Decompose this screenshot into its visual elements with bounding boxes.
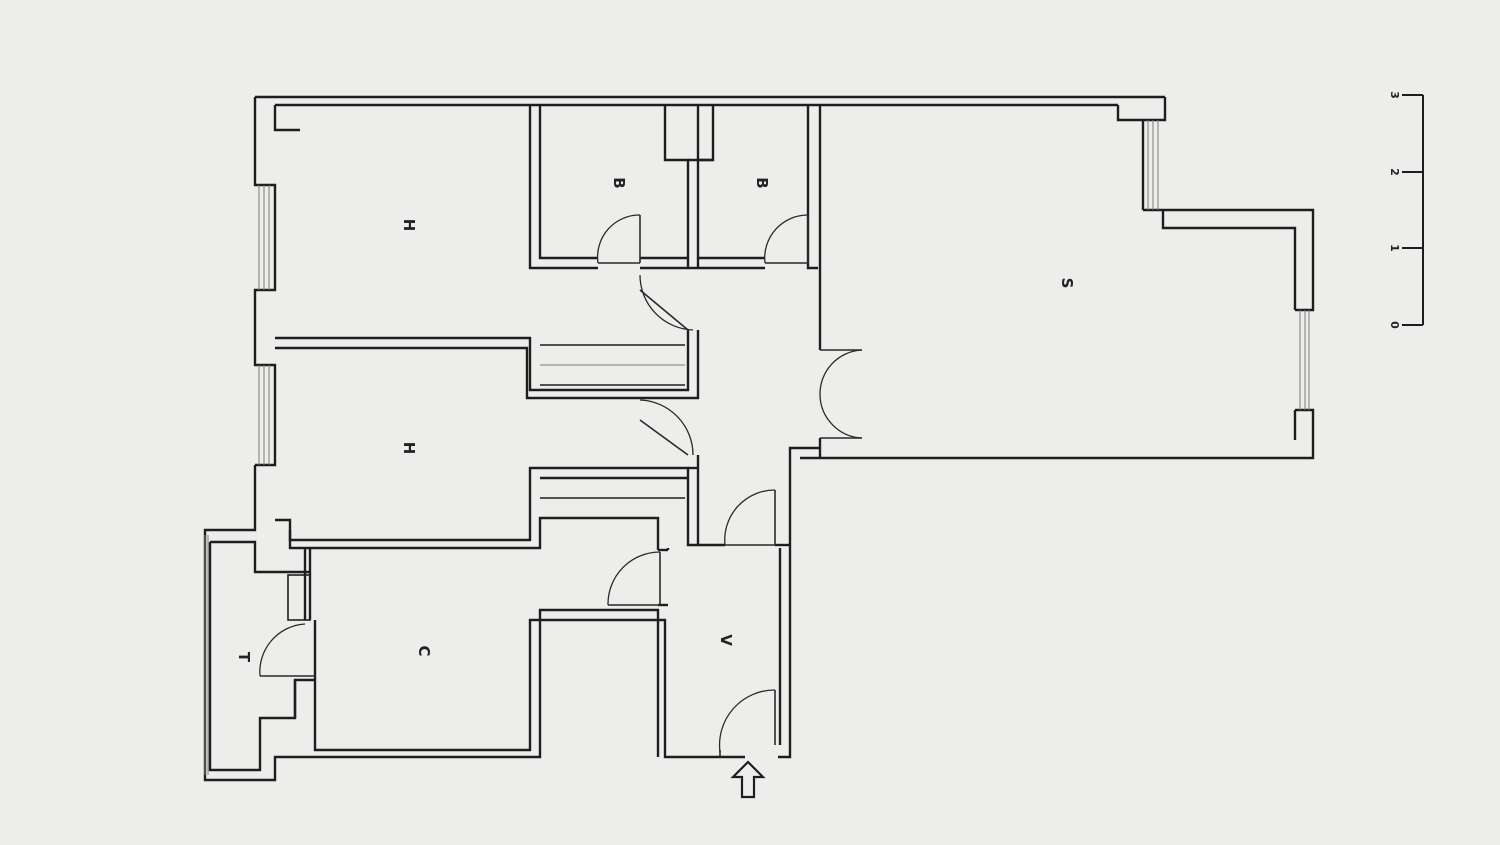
doors bbox=[259, 214, 863, 757]
scale-bar: 0 1 2 3 bbox=[1388, 91, 1424, 329]
label-bedroom-top: H bbox=[400, 219, 418, 232]
door-living-room bbox=[819, 349, 863, 439]
door-entrance bbox=[718, 689, 776, 757]
door-kitchen bbox=[607, 551, 661, 606]
door-bathroom-right bbox=[764, 214, 809, 264]
windows bbox=[204, 120, 1310, 775]
scale-tick-1: 1 bbox=[1388, 244, 1401, 252]
door-bedroom-top bbox=[639, 274, 694, 331]
label-hall: V bbox=[717, 634, 735, 646]
label-bathroom-left: B bbox=[610, 177, 628, 188]
scale-tick-0: 0 bbox=[1388, 321, 1401, 329]
label-kitchen: C bbox=[415, 645, 433, 656]
label-bathroom-right: B bbox=[753, 177, 771, 188]
label-terrace: T bbox=[235, 652, 253, 663]
label-living-room: S bbox=[1058, 278, 1076, 289]
door-terrace bbox=[259, 623, 315, 677]
interior-walls bbox=[275, 105, 822, 718]
scale-tick-2: 2 bbox=[1388, 168, 1401, 176]
door-hall-inner bbox=[724, 489, 776, 546]
label-bedroom-middle: H bbox=[400, 442, 418, 455]
scale-tick-3: 3 bbox=[1388, 91, 1401, 99]
door-bedroom-middle bbox=[639, 399, 694, 456]
room-labels: H H B B S C T V bbox=[235, 177, 1076, 663]
door-bathroom-left bbox=[596, 214, 641, 264]
outer-walls bbox=[203, 95, 1315, 782]
arrow-up-outline-icon bbox=[730, 760, 766, 799]
